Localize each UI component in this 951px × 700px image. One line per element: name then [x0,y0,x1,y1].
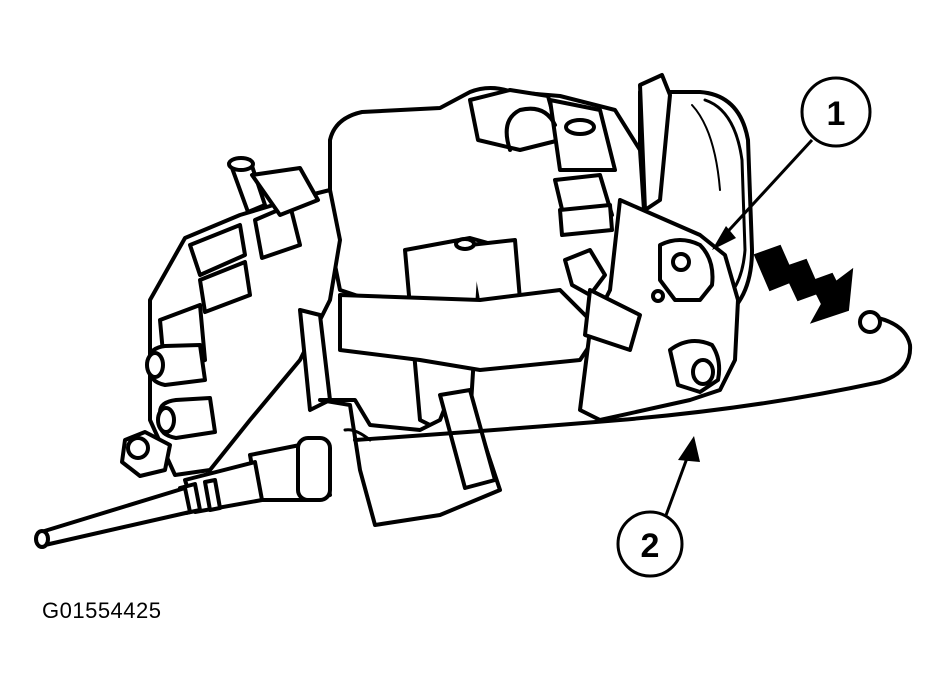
callout-2: 2 [616,436,700,578]
callout-2-label: 2 [641,527,660,565]
vacuum-tube-fitting [227,156,320,217]
cable [343,310,913,442]
callout-1: 1 [712,76,872,250]
figure-id-label: G01554425 [42,598,162,623]
mounting-studs [145,343,217,440]
pedal-arm-bracket [298,236,602,527]
switch-lever-assembly [553,73,740,422]
callout-1-label: 1 [827,95,846,133]
direction-arrow [753,244,854,324]
master-cylinder-pushrod [34,430,332,549]
